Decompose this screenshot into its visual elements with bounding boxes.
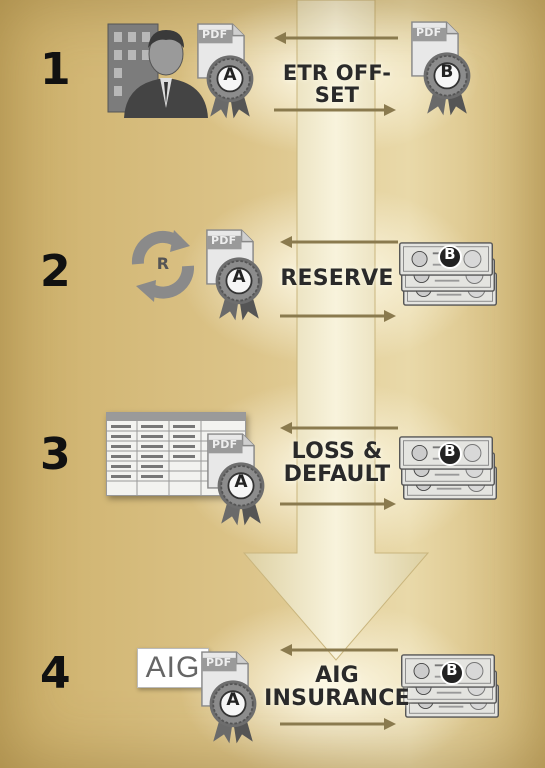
badge-letter-a: A [226,690,240,710]
exchange-arrows-4 [280,644,398,730]
step-number-3: 3 [40,429,71,480]
recycle-r-icon [131,230,195,302]
certificate-badge-a-icon [203,53,257,119]
exchange-arrows-2 [280,236,398,322]
exchange-arrows-1 [274,32,398,116]
pdf-label: PDF [416,26,442,39]
badge-letter-b: B [444,245,456,263]
certificate-badge-b-icon [420,50,474,116]
badge-letter-a: A [223,65,237,85]
badge-b-circle [438,245,462,269]
badge-letter-b: B [440,62,454,82]
step-label-3: LOSS & DEFAULT [283,439,391,488]
step-number-4: 4 [40,648,71,699]
exchange-arrows-3 [280,422,398,510]
businessman-building-icon [107,23,208,118]
recycle-letter: R [156,254,170,273]
pdf-label: PDF [212,438,238,451]
badge-b-circle [438,442,462,466]
step-label-4: AIG INSURANCE [264,663,410,712]
step-label-2: RESERVE [280,266,394,291]
certificate-badge-a-icon [214,460,268,526]
step-number-2: 2 [40,246,71,297]
badge-b-circle [440,661,464,685]
badge-letter-a: A [234,472,248,492]
badge-letter-b: B [446,661,458,679]
badge-letter-a: A [232,267,246,287]
aig-logo: AIG [137,648,209,688]
pdf-label: PDF [206,656,232,669]
step-number-1: 1 [40,44,71,95]
pdf-label: PDF [211,234,237,247]
badge-letter-b: B [444,442,456,460]
certificate-badge-a-icon [206,678,260,744]
certificate-badge-a-icon [212,255,266,321]
pdf-label: PDF [202,28,228,41]
step-label-1: ETR OFF-SET [282,61,392,108]
